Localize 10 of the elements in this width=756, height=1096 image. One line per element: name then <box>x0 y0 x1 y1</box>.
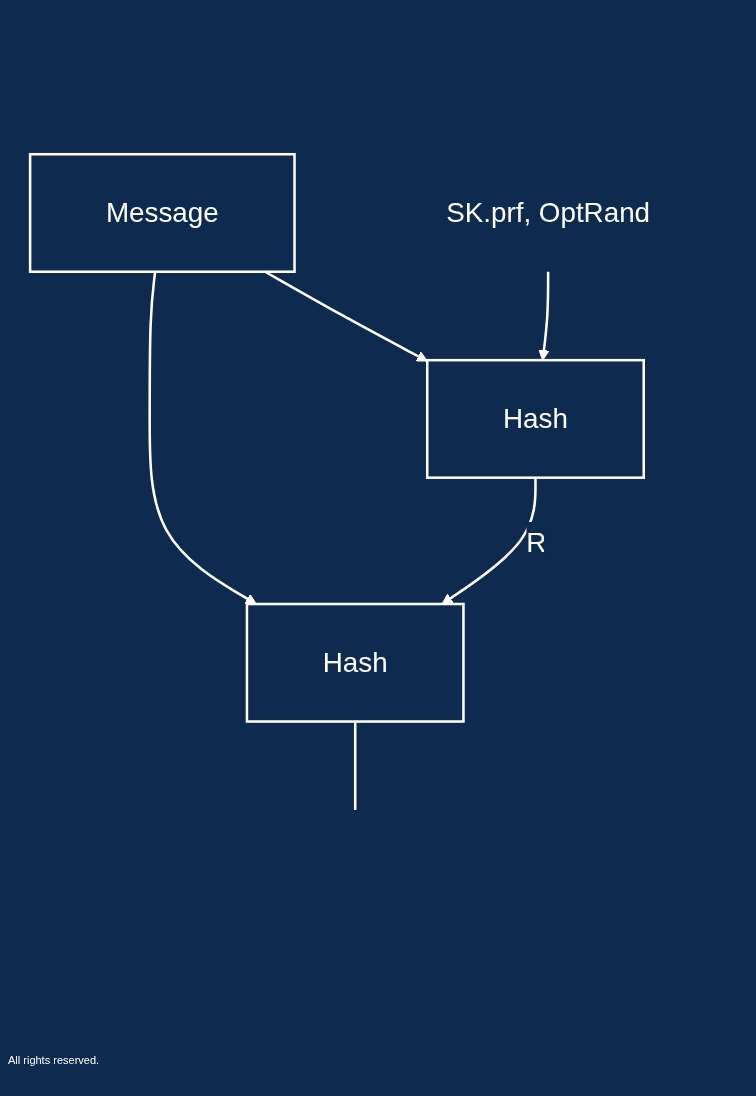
arrow <box>538 271 550 361</box>
node-box: Message <box>28 152 296 273</box>
node-box: Hash <box>425 358 645 479</box>
copyright-note: All rights reserved. <box>8 1054 100 1066</box>
arrow <box>441 477 537 605</box>
node-box: Hash <box>245 602 465 723</box>
node-text: SK.prf, OptRand <box>446 197 651 229</box>
edge-label: R <box>526 526 546 559</box>
arrow <box>148 271 257 605</box>
connector <box>353 721 357 810</box>
